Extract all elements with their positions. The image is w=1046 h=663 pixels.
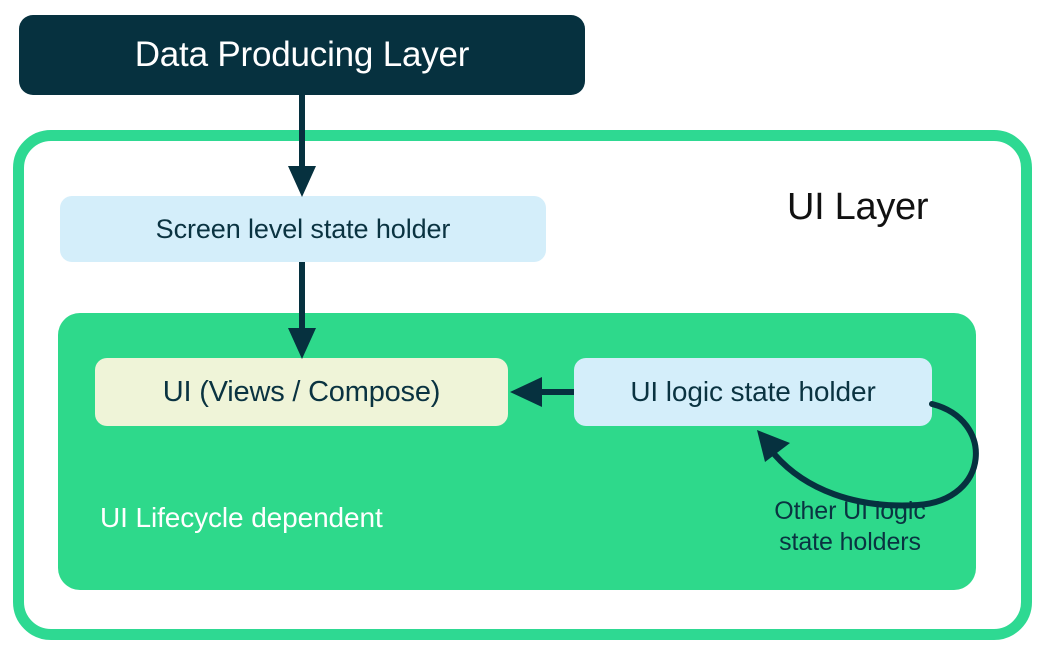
- screen-level-state-holder-node: Screen level state holder: [60, 196, 546, 262]
- ui-layer-title: UI Layer: [787, 186, 929, 228]
- ui-logic-state-holder-label: UI logic state holder: [630, 376, 876, 407]
- other-ui-logic-state-holders-line-1: Other UI logic: [774, 497, 926, 525]
- ui-views-compose-node: UI (Views / Compose): [95, 358, 508, 426]
- data-producing-layer-node: Data Producing Layer: [19, 15, 585, 95]
- screen-level-state-holder-label: Screen level state holder: [155, 213, 451, 244]
- other-ui-logic-state-holders-line-2: state holders: [779, 528, 921, 556]
- data-producing-layer-label: Data Producing Layer: [134, 35, 470, 74]
- ui-views-compose-label: UI (Views / Compose): [162, 375, 441, 408]
- ui-logic-state-holder-node: UI logic state holder: [574, 358, 932, 426]
- ui-lifecycle-dependent-label: UI Lifecycle dependent: [100, 502, 383, 533]
- other-ui-logic-state-holders-caption: Other UI logic state holders: [745, 496, 955, 558]
